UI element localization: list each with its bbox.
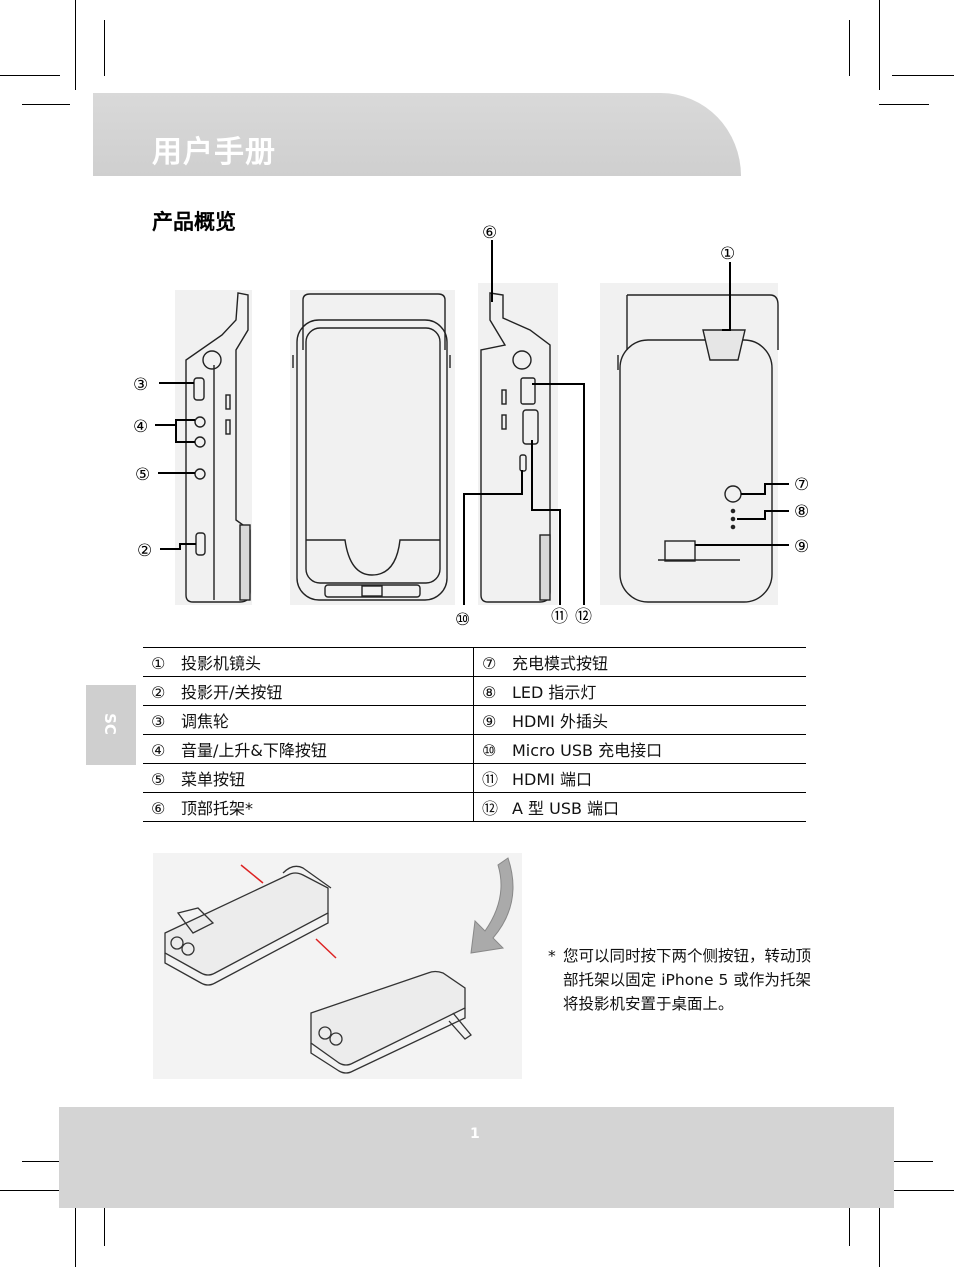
part-number: ⑤ [151,770,166,789]
part-label: LED 指示灯 [512,683,597,702]
language-tab: SC [86,685,136,765]
table-row: ② 投影开/关按钮 ⑧ LED 指示灯 [143,676,806,706]
section-title: 产品概览 [152,210,236,234]
header-band [93,93,741,176]
part-number: ⑫ [482,799,499,818]
bracket-illustration [153,853,522,1079]
callout-2: ② [137,541,152,561]
part-label: Micro USB 充电接口 [512,741,663,760]
crop-mark [75,1177,76,1267]
part-label: HDMI 端口 [512,770,592,789]
callout-11: ⑪ [551,607,568,627]
callout-6: ⑥ [482,223,497,243]
part-number: ③ [151,712,166,731]
crop-mark [879,104,929,105]
part-number: ④ [151,741,166,760]
callout-9: ⑨ [794,537,809,557]
table-row: ③ 调焦轮 ⑨ HDMI 外插头 [143,705,806,735]
part-label: 菜单按钮 [181,770,246,789]
table-row: ⑤ 菜单按钮 ⑪ HDMI 端口 [143,763,806,793]
part-number: ⑧ [482,683,497,702]
crop-mark [104,20,105,76]
crop-mark [849,20,850,76]
crop-mark [892,75,954,76]
callout-1: ① [720,244,735,264]
language-tab-label: SC [100,713,119,735]
part-label: HDMI 外插头 [512,712,608,731]
part-label: 投影机镜头 [181,654,262,673]
note-text: 您可以同时按下两个侧按钮，转动顶部托架以固定 iPhone 5 或作为托架将投影… [563,947,812,1013]
product-diagram: ⑥ ① ③ ④ ⑤ ② ⑦ ⑧ ⑨ ⑩ ⑪ ⑫ [133,223,809,630]
crop-mark [0,1190,60,1191]
part-number: ⑨ [482,712,497,731]
part-number: ② [151,683,166,702]
callout-4: ④ [133,417,148,437]
footer-band [59,1107,894,1208]
part-label: A 型 USB 端口 [512,799,620,818]
crop-mark [104,1190,105,1246]
page-title: 用户手册 [152,135,276,170]
callout-5: ⑤ [135,465,150,485]
part-label: 充电模式按钮 [512,654,609,673]
part-label: 投影开/关按钮 [181,683,283,702]
crop-mark [849,1190,850,1246]
part-label: 顶部托架* [181,799,254,818]
part-number: ⑪ [482,770,499,789]
part-label: 音量/上升&下降按钮 [181,741,327,760]
crop-mark [22,104,70,105]
part-number: ⑩ [482,741,497,760]
table-row: ⑥ 顶部托架* ⑫ A 型 USB 端口 [143,792,806,822]
crop-mark [881,1161,933,1162]
part-label: 调焦轮 [181,712,230,731]
callout-3: ③ [133,375,148,395]
part-number: ⑦ [482,654,497,673]
crop-mark [0,75,60,76]
table-row: ① 投影机镜头 ⑦ 充电模式按钮 [143,647,806,677]
part-number: ① [151,654,166,673]
table-row: ④ 音量/上升&下降按钮 ⑩ Micro USB 充电接口 [143,734,806,764]
crop-mark [894,1190,954,1191]
crop-mark [879,0,880,90]
callout-7: ⑦ [794,475,809,495]
note-asterisk: * [548,947,556,965]
crop-mark [75,0,76,90]
crop-mark [879,1177,880,1267]
part-number: ⑥ [151,799,166,818]
crop-mark [22,1161,76,1162]
callout-12: ⑫ [575,607,592,627]
page-number: 1 [470,1126,480,1142]
callout-8: ⑧ [794,502,809,522]
callout-10: ⑩ [455,610,470,630]
